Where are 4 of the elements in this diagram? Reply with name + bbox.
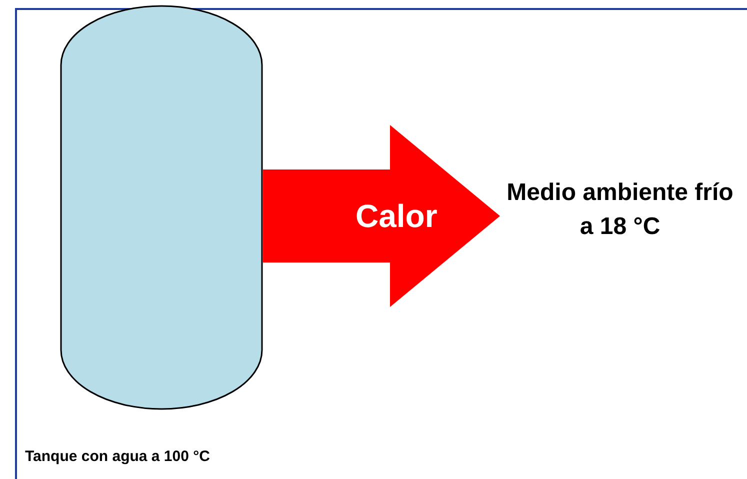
tank-cylinder bbox=[60, 5, 263, 411]
edge-label: Calor bbox=[356, 198, 438, 234]
tank-label: Tanque con agua a 100 °C bbox=[25, 448, 210, 465]
node-text: Medio ambiente frío a 18 °C bbox=[505, 170, 735, 250]
